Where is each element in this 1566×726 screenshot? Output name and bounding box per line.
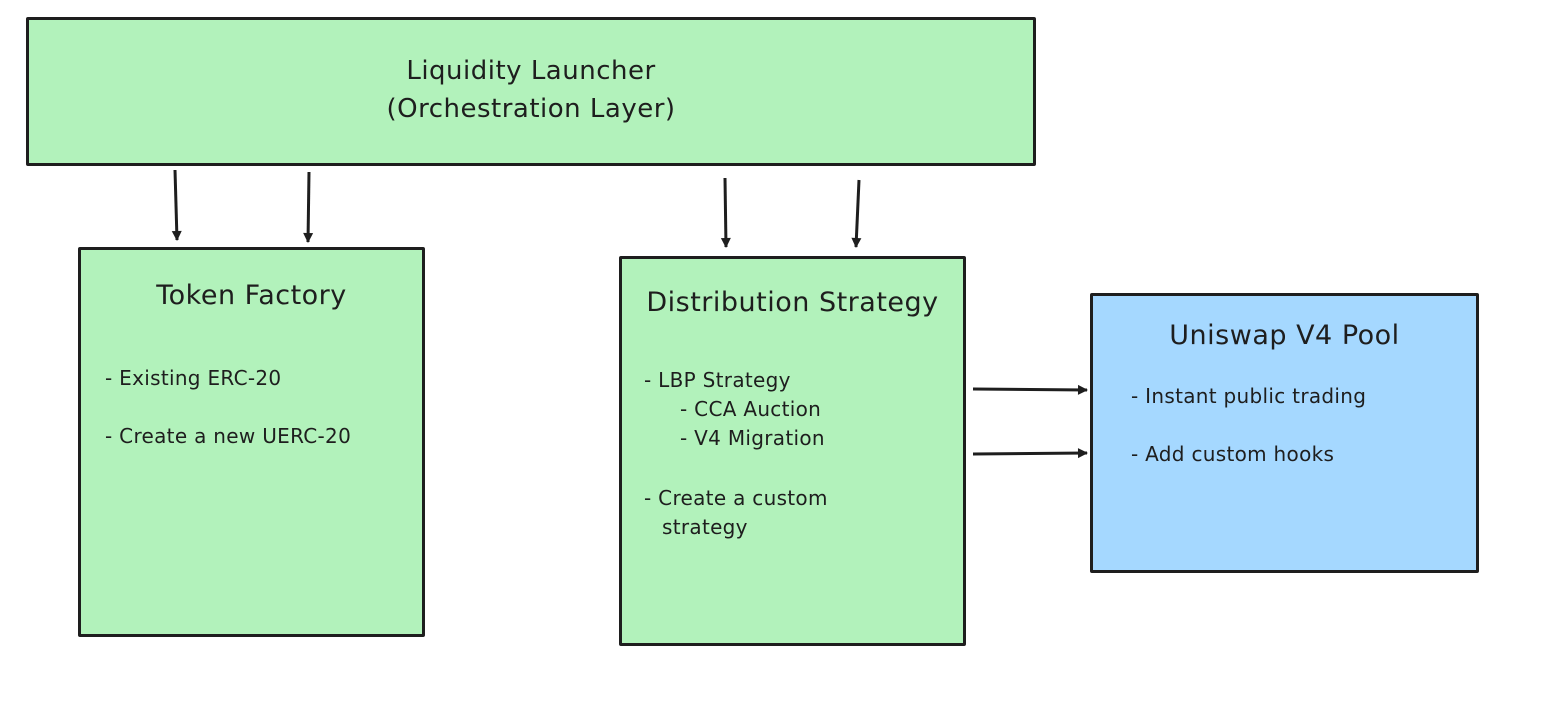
distribution-item-continued: strategy (662, 515, 748, 539)
uniswap-pool-title: Uniswap V4 Pool (1169, 320, 1400, 351)
arrow-launcher-to-distribution (851, 179, 862, 248)
uniswap-item: - Add custom hooks (1131, 442, 1335, 466)
token-factory-title: Token Factory (156, 280, 347, 311)
distribution-item: - LBP Strategy (644, 368, 791, 392)
distribution-strategy-title: Distribution Strategy (646, 287, 939, 318)
arrow-distribution-to-uniswap (972, 448, 1088, 459)
uniswap-pool-box: Uniswap V4 Pool - Instant public trading… (1090, 293, 1479, 573)
token-factory-item: - Create a new UERC-20 (105, 424, 352, 448)
distribution-subitem: - CCA Auction (680, 397, 822, 421)
liquidity-launcher-box: Liquidity Launcher (Orchestration Layer) (26, 17, 1036, 166)
token-factory-box: Token Factory - Existing ERC-20 - Create… (78, 247, 425, 637)
distribution-item: - Create a custom (644, 486, 828, 510)
distribution-subitem: - V4 Migration (680, 426, 825, 450)
liquidity-launcher-subtitle: (Orchestration Layer) (386, 94, 676, 124)
arrow-launcher-to-token-factory (303, 171, 314, 243)
arrow-distribution-to-uniswap (972, 384, 1088, 395)
arrow-launcher-to-token-factory (171, 169, 182, 241)
uniswap-item: - Instant public trading (1131, 384, 1367, 408)
arrow-launcher-to-distribution (720, 177, 731, 248)
distribution-strategy-box: Distribution Strategy - LBP Strategy - C… (619, 256, 966, 646)
liquidity-launcher-title: Liquidity Launcher (406, 56, 656, 86)
token-factory-item: - Existing ERC-20 (105, 366, 282, 390)
